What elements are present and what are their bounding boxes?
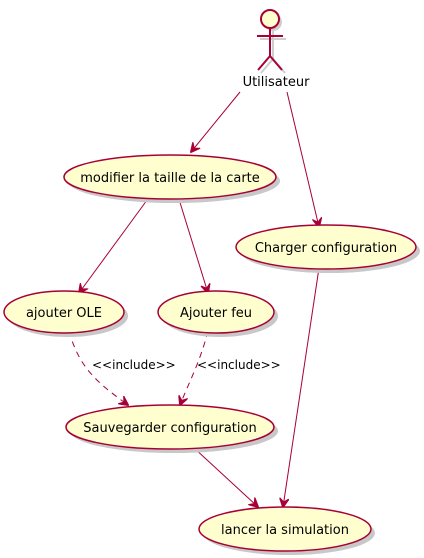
actor-stick-figure-icon bbox=[257, 9, 283, 71]
usecase-label: ajouter OLE bbox=[26, 306, 102, 321]
edge-ole-include-sauvegarder bbox=[68, 330, 128, 405]
include-label-left: <<include>> bbox=[92, 358, 176, 372]
usecase-label: Ajouter feu bbox=[180, 306, 252, 321]
usecase-modifier-taille-carte[interactable]: modifier la taille de la carte bbox=[63, 154, 280, 203]
usecase-label: lancer la simulation bbox=[221, 523, 349, 538]
actor-label: Utilisateur bbox=[243, 75, 311, 90]
usecase-label: modifier la taille de la carte bbox=[80, 171, 260, 186]
edge-charger-to-lancer bbox=[283, 267, 320, 507]
relations-layer: <<include>> <<include>> bbox=[68, 91, 320, 507]
usecase-ajouter-ole[interactable]: ajouter OLE bbox=[3, 290, 128, 337]
usecase-sauvegarder-configuration[interactable]: Sauvegarder configuration bbox=[65, 404, 278, 453]
usecase-lancer-simulation[interactable]: lancer la simulation bbox=[198, 506, 375, 555]
actor-utilisateur[interactable]: Utilisateur bbox=[243, 9, 311, 90]
usecase-label: Charger configuration bbox=[255, 241, 397, 256]
edge-actor-to-charger bbox=[286, 91, 319, 227]
usecase-ajouter-feu[interactable]: Ajouter feu bbox=[157, 290, 278, 337]
usecase-charger-configuration[interactable]: Charger configuration bbox=[235, 224, 420, 273]
edge-actor-to-modifier bbox=[191, 91, 241, 152]
include-label-right: <<include>> bbox=[197, 358, 281, 372]
edge-modifier-to-feu bbox=[177, 195, 208, 293]
edge-modifier-to-ole bbox=[79, 195, 151, 293]
edge-sauvegarder-to-lancer bbox=[192, 446, 258, 507]
usecase-label: Sauvegarder configuration bbox=[83, 421, 256, 436]
